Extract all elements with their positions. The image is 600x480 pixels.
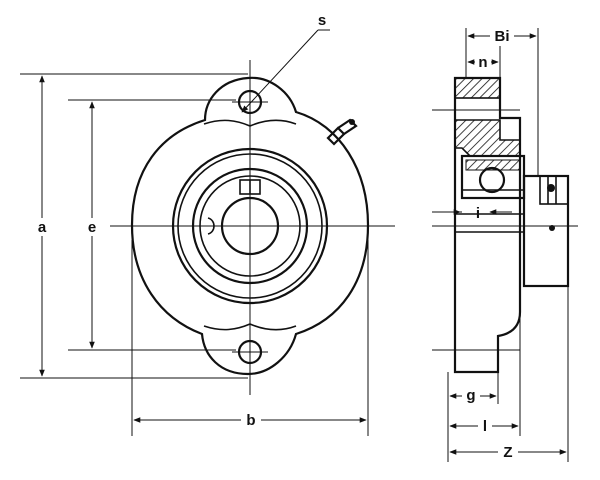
set-screw-side [547,184,555,192]
label-b: b [246,412,255,429]
side-flange-outline [453,76,522,374]
label-l: l [483,418,487,435]
label-Z: Z [503,444,512,461]
grease-nipple [326,118,358,146]
label-i: i [476,205,480,222]
hatch-housing [454,119,521,157]
side-view: Bi n i g l Z [432,27,578,462]
label-s: s [318,12,326,29]
label-e: e [88,219,96,236]
leader-s [241,29,319,113]
bearing-ball [478,166,506,194]
housing-outline [130,76,370,376]
label-n: n [478,54,487,71]
hatch-top-flange [454,77,501,99]
inner-ring-extension [522,174,570,288]
label-g: g [466,387,475,404]
label-Bi: Bi [495,28,510,45]
label-a: a [38,219,47,236]
front-view: a e b s [20,12,395,436]
